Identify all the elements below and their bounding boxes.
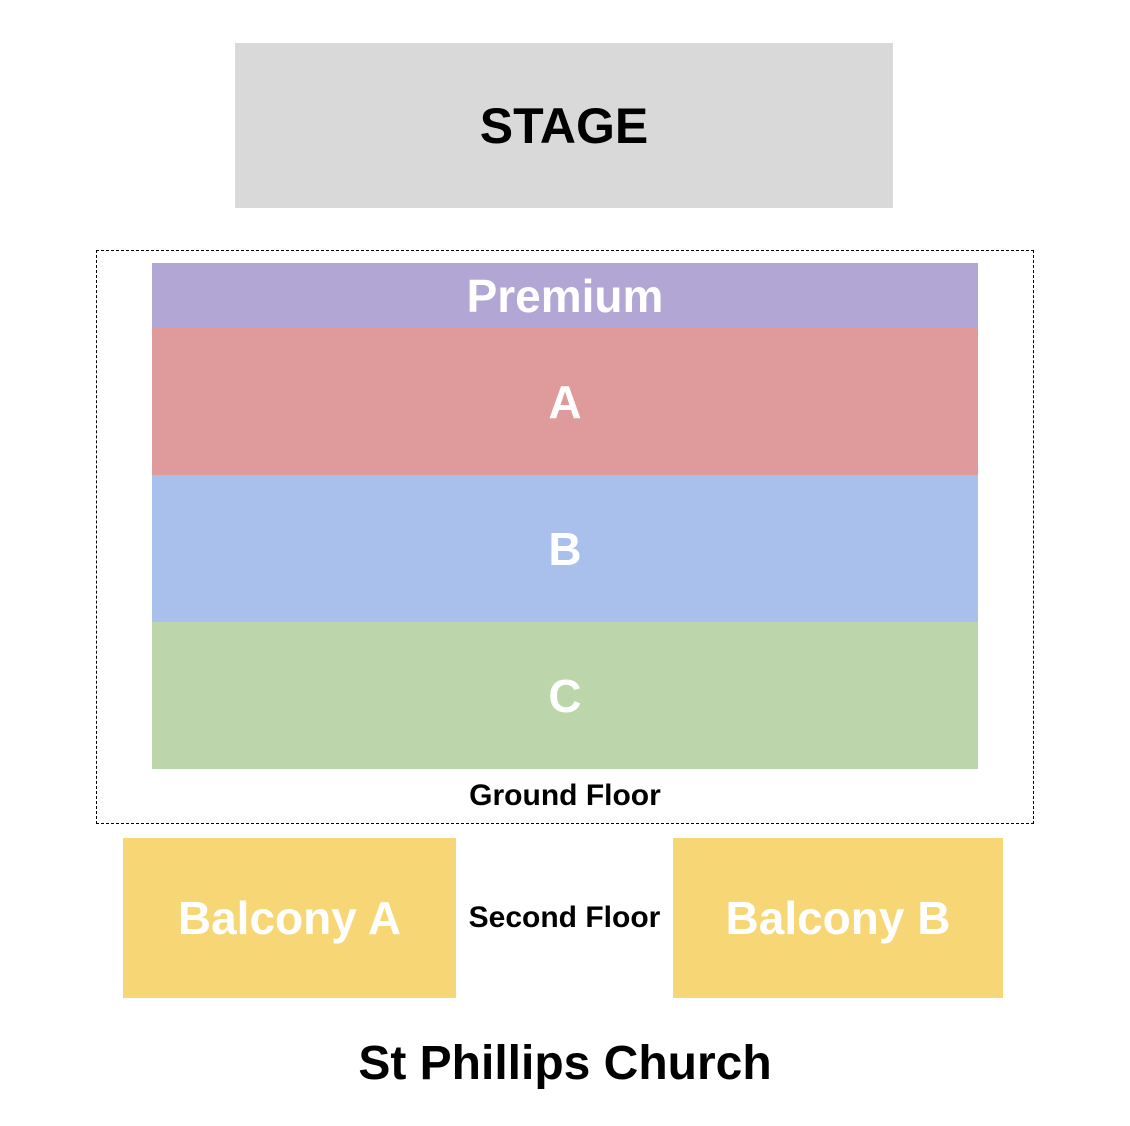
section-a[interactable]: A xyxy=(152,328,978,475)
section-b-label: B xyxy=(548,522,582,575)
stage-label: STAGE xyxy=(479,97,649,154)
ground-floor-label: Ground Floor xyxy=(469,779,661,812)
section-b[interactable]: B xyxy=(152,475,978,622)
stage-block: STAGE xyxy=(235,43,893,208)
second-floor-label: Second Floor xyxy=(468,901,661,934)
section-balcony-a-label: Balcony A xyxy=(177,892,402,944)
second-floor-label-wrap: Second Floor xyxy=(456,838,673,998)
section-c[interactable]: C xyxy=(152,622,978,769)
section-premium[interactable]: Premium xyxy=(152,263,978,328)
ground-floor-sections: Premium A B C xyxy=(152,263,978,769)
section-balcony-b-label: Balcony B xyxy=(725,892,951,944)
section-a-label: A xyxy=(548,375,582,428)
section-c-label: C xyxy=(548,669,582,722)
ground-floor-area: Premium A B C Ground Floor xyxy=(96,250,1034,824)
venue-title: St Phillips Church xyxy=(358,1037,772,1090)
section-balcony-b[interactable]: Balcony B xyxy=(673,838,1003,998)
section-premium-label: Premium xyxy=(466,269,664,322)
section-balcony-a[interactable]: Balcony A xyxy=(123,838,456,998)
second-floor-area: Balcony A Second Floor Balcony B xyxy=(0,838,1130,998)
